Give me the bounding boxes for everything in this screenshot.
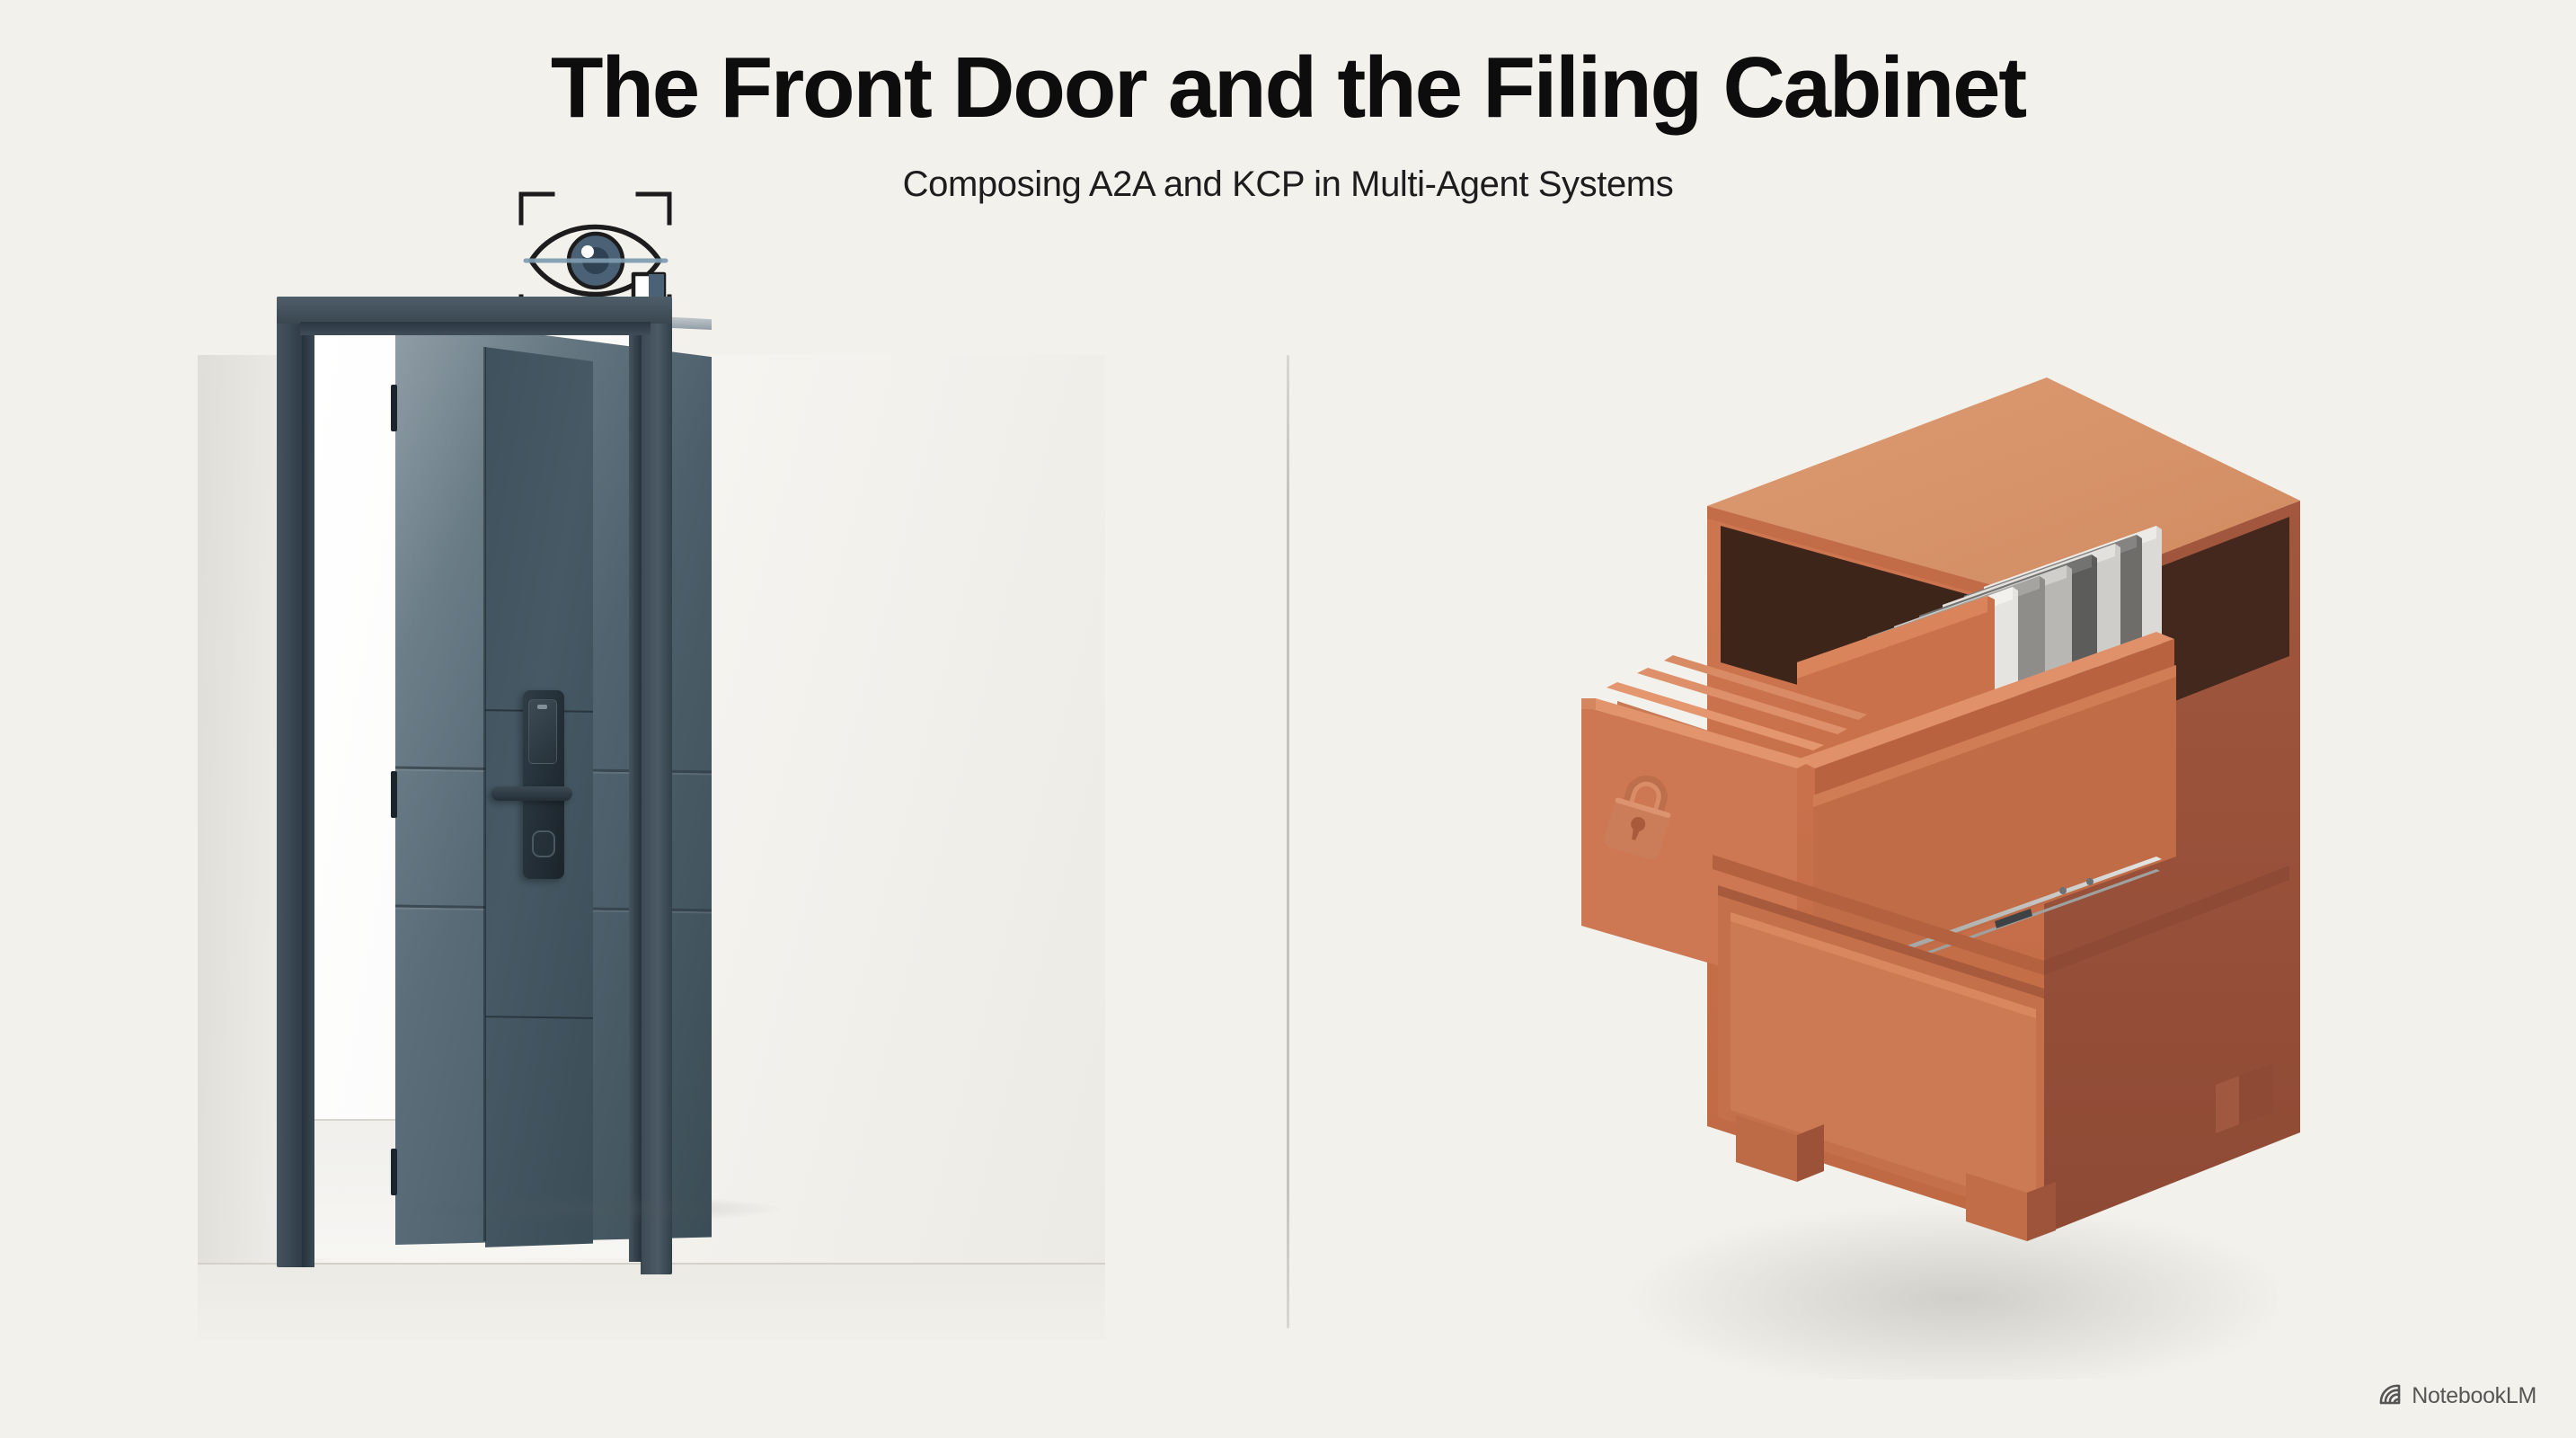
cabinet-feet — [1736, 1063, 2273, 1241]
cabinet-divider-rail — [1713, 855, 2289, 975]
door-frame-left — [277, 297, 304, 1267]
front-door-illustration — [198, 191, 1168, 1339]
drawer-outer-right-wall — [1813, 665, 2176, 987]
page-subtitle: Composing A2A and KCP in Multi-Agent Sys… — [902, 164, 1674, 204]
padlock-icon — [1604, 775, 1671, 860]
door-frame-right-inner — [629, 313, 642, 1262]
door-hinge-middle — [391, 771, 397, 818]
vertical-divider — [1287, 355, 1289, 1328]
notebooklm-watermark-label: NotebookLM — [2412, 1383, 2536, 1408]
page-title: The Front Door and the Filing Cabinet — [550, 40, 2027, 136]
door-lever-handle[interactable] — [491, 786, 572, 801]
smart-lock-indicator-icon — [537, 705, 547, 709]
floor-surface — [198, 1263, 1105, 1339]
cabinet-floor-shadow — [1613, 1200, 2278, 1380]
notebooklm-watermark: NotebookLM — [2377, 1381, 2536, 1411]
door-hinge-bottom — [391, 1149, 397, 1195]
door-frame-left-inner — [302, 309, 314, 1267]
smart-lock-button[interactable] — [532, 830, 555, 857]
door-frame-right — [641, 297, 672, 1274]
door-frame-top-inner — [300, 322, 651, 335]
door-hinge-top — [391, 385, 397, 431]
door-frame — [277, 297, 780, 1276]
filing-cabinet — [1581, 377, 2300, 1241]
door-floor-shadow — [403, 1195, 780, 1222]
slide-header: The Front Door and the Filing Cabinet Co… — [0, 40, 2576, 205]
notebooklm-spiral-icon — [2377, 1381, 2403, 1411]
filing-cabinet-illustration — [1527, 346, 2381, 1380]
door-stile-edge — [483, 347, 486, 1241]
door-frame-top — [277, 297, 672, 324]
smart-lock-keypad-screen[interactable] — [528, 699, 557, 764]
